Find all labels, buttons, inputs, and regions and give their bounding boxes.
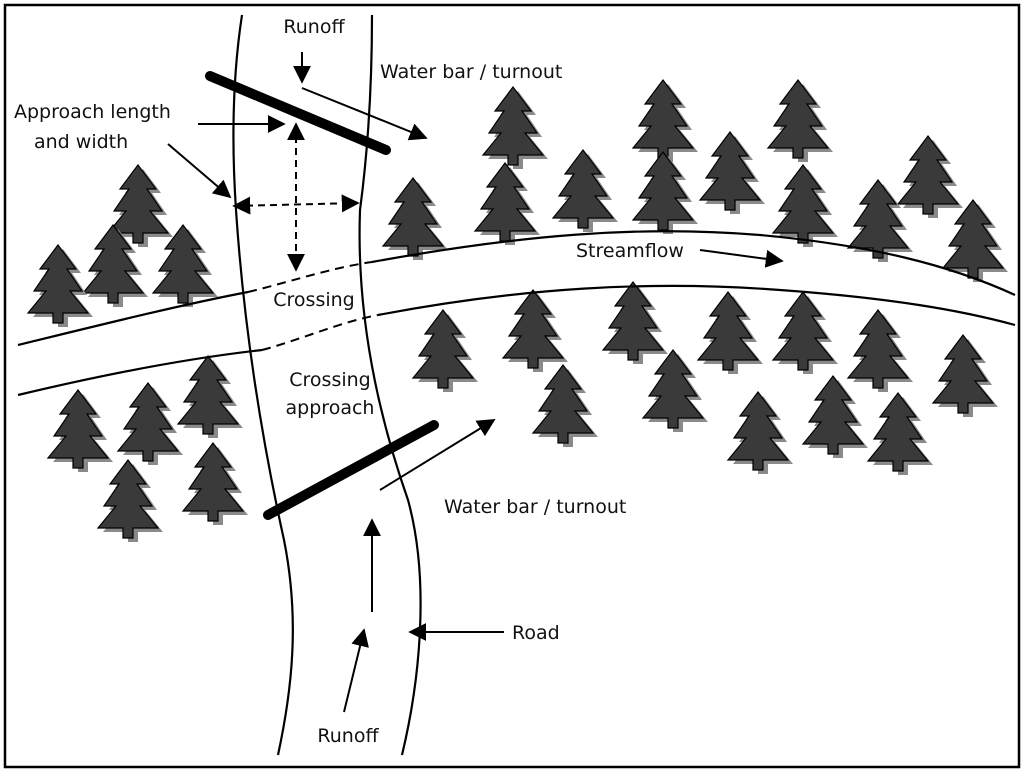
conifer-tree-icon xyxy=(116,382,183,465)
conifer-tree-icon xyxy=(641,349,708,432)
conifer-tree-icon xyxy=(26,244,93,327)
stream-bank-bottom-crossing xyxy=(261,314,379,351)
crossing-approach-label-line1: Crossing xyxy=(289,369,370,391)
approach-width-arrow xyxy=(232,194,360,215)
road-label: Road xyxy=(512,622,560,644)
runoff-top-label: Runoff xyxy=(283,16,345,38)
conifer-tree-icon xyxy=(941,199,1008,282)
streamflow-label: Streamflow xyxy=(576,240,684,262)
conifer-tree-icon xyxy=(473,162,540,245)
forest xyxy=(26,79,1008,542)
conifer-tree-icon xyxy=(698,131,765,214)
conifer-tree-icon xyxy=(81,224,148,307)
approach-label-line2: and width xyxy=(34,131,128,153)
conifer-tree-icon xyxy=(151,224,218,307)
conifer-tree-icon xyxy=(411,309,478,392)
conifer-tree-icon xyxy=(381,177,448,260)
conifer-tree-icon xyxy=(801,375,868,458)
conifer-tree-icon xyxy=(481,86,548,169)
streamflow-arrow xyxy=(699,249,784,268)
frame-border xyxy=(3,3,1021,769)
conifer-tree-icon xyxy=(931,334,998,417)
stream-bank-top-left xyxy=(17,290,249,347)
conifer-tree-icon xyxy=(106,164,173,247)
conifer-tree-icon xyxy=(531,364,598,447)
conifer-tree-icon xyxy=(551,149,618,232)
crossing-label: Crossing xyxy=(273,289,354,311)
water-bar-top-flow-arrow xyxy=(301,87,428,141)
water-bar-bottom xyxy=(263,420,439,520)
conifer-tree-icon xyxy=(601,281,668,364)
conifer-tree-icon xyxy=(631,79,698,162)
conifer-tree-icon xyxy=(631,151,698,234)
conifer-tree-icon xyxy=(896,135,963,218)
conifer-tree-icon xyxy=(771,291,838,374)
approach-pointer-arrow-2 xyxy=(167,143,232,199)
conifer-tree-icon xyxy=(846,179,913,262)
conifer-tree-icon xyxy=(501,289,568,372)
conifer-tree-icon xyxy=(866,392,933,475)
road-left-edge xyxy=(232,14,294,756)
water-bar-top xyxy=(205,71,391,155)
conifer-tree-icon xyxy=(771,164,838,247)
conifer-tree-icon xyxy=(46,389,113,472)
water-bar-bottom-flow-arrow xyxy=(379,419,496,491)
conifer-tree-icon xyxy=(766,79,833,162)
runoff-bottom-label: Runoff xyxy=(317,725,379,747)
water-bar-top-label: Water bar / turnout xyxy=(380,61,562,83)
conifer-tree-icon xyxy=(181,442,248,525)
conifer-tree-icon xyxy=(846,309,913,392)
stream-bank-bottom-left xyxy=(17,348,263,397)
stream-bank-top-right xyxy=(371,230,1016,296)
road-runoff-arrow-lower xyxy=(343,628,369,713)
stream-bank-top-crossing xyxy=(247,261,373,293)
stream-bank-bottom-right xyxy=(377,284,1016,327)
conifer-tree-icon xyxy=(176,355,243,438)
crossing-approach-label-line2: approach xyxy=(286,397,375,419)
conifer-tree-icon xyxy=(96,459,163,542)
conifer-tree-icon xyxy=(696,291,763,374)
conifer-tree-icon xyxy=(726,391,793,474)
water-bar-bottom-label: Water bar / turnout xyxy=(444,496,626,518)
approach-label-line1: Approach length xyxy=(14,101,171,123)
